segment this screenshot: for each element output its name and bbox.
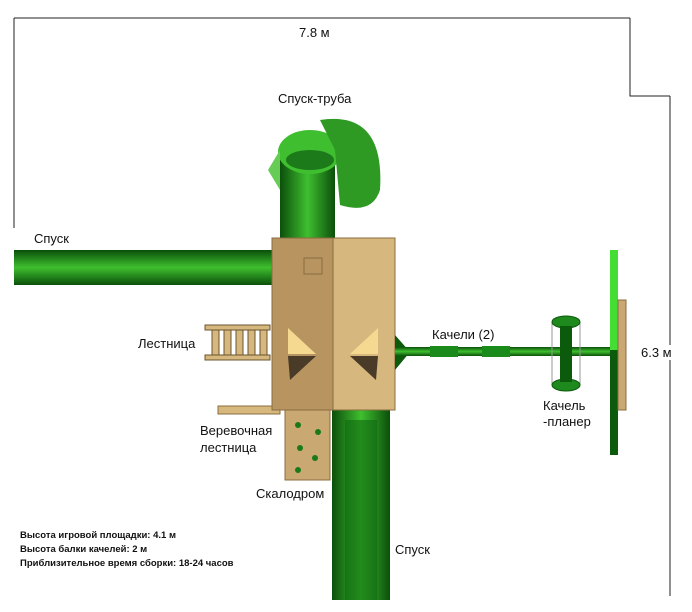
spec-assembly-time: Приблизительное время сборки: 18-24 часо…	[20, 558, 234, 569]
tube-slide	[268, 118, 381, 242]
depth-dimension: 6.3 м	[641, 345, 672, 360]
bottom-slide	[332, 408, 390, 600]
label-glider-2: -планер	[543, 414, 591, 429]
glider	[551, 315, 581, 392]
label-ladder: Лестница	[138, 336, 196, 351]
swing-frame	[610, 250, 627, 455]
label-rope-ladder-2: лестница	[200, 440, 257, 455]
label-swings: Качели (2)	[432, 327, 495, 342]
tower	[271, 237, 396, 411]
label-slide-bottom: Спуск	[395, 542, 430, 557]
width-dimension: 7.8 м	[299, 25, 330, 40]
label-climbing-wall: Скалодром	[256, 486, 325, 501]
left-slide	[14, 250, 272, 285]
swing-beam	[395, 335, 610, 370]
label-glider-1: Качель	[543, 398, 586, 413]
label-slide-left: Спуск	[34, 231, 69, 246]
climbing-wall	[284, 409, 331, 481]
ladder	[204, 324, 271, 361]
spec-play-height: Высота игровой площадки: 4.1 м	[20, 530, 176, 541]
label-tube-slide: Спуск-труба	[278, 91, 352, 106]
spec-swing-beam-height: Высота балки качелей: 2 м	[20, 544, 148, 555]
platform-plank	[217, 405, 281, 415]
specs-info: Высота игровой площадки: 4.1 м Высота ба…	[20, 529, 234, 571]
label-rope-ladder-1: Веревочная	[200, 423, 273, 438]
